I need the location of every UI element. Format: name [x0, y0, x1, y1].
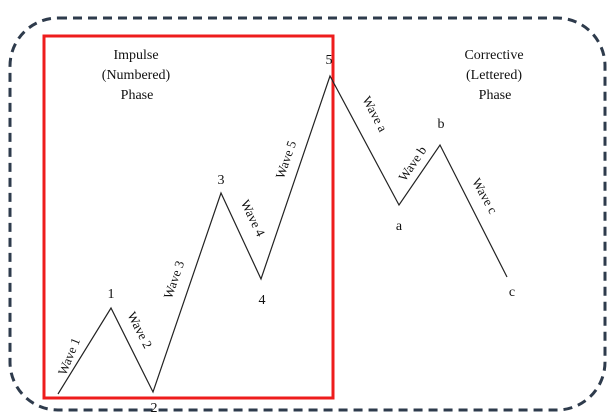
corrective-phase-label: Corrective (Lettered) Phase [464, 48, 523, 103]
corrective-label-line1: Corrective [464, 48, 523, 63]
wave-3-label: Wave 3 [160, 259, 187, 301]
wave-c-label: Wave c [469, 175, 501, 216]
point-label-2: 2 [151, 401, 158, 416]
wave-4-label: Wave 4 [238, 197, 269, 239]
corrective-label-line3: Phase [479, 88, 512, 103]
corrective-label-line2: (Lettered) [466, 68, 522, 83]
wave-5-label: Wave 5 [272, 139, 299, 181]
point-label-1: 1 [108, 287, 115, 302]
impulse-phase-label: Impulse (Numbered) Phase [102, 48, 171, 103]
wave-b-label: Wave b [395, 143, 429, 184]
point-label-a: a [396, 219, 403, 234]
dashed-frame [8, 16, 607, 412]
wave-a-label: Wave a [359, 93, 390, 134]
wave-1-label: Wave 1 [55, 335, 84, 377]
wave-path [57, 74, 508, 395]
point-label-c: c [509, 285, 515, 300]
impulse-label-line1: Impulse [113, 48, 158, 63]
point-label-3: 3 [218, 173, 225, 188]
impulse-label-line3: Phase [121, 88, 154, 103]
point-label-5: 5 [326, 53, 333, 68]
impulse-highlight-box [42, 34, 335, 400]
impulse-label-line2: (Numbered) [102, 68, 171, 83]
point-label-4: 4 [259, 293, 266, 308]
point-label-b: b [438, 117, 445, 132]
